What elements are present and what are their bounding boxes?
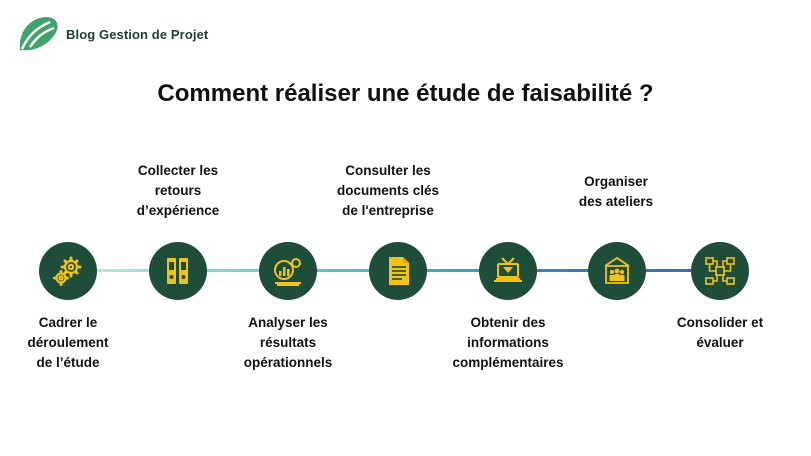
laptop-info-icon [494, 257, 522, 282]
step-3-circle [259, 242, 317, 300]
analytics-icon [274, 258, 301, 286]
binders-icon [167, 258, 188, 284]
step-7-circle [691, 242, 749, 300]
step-3-label: Analyser les résultats opérationnels [243, 315, 333, 370]
step-6-circle [588, 242, 646, 300]
workshop-icon [604, 256, 630, 284]
step-1-circle [39, 242, 97, 300]
brand-logo[interactable]: Blog Gestion de Projet [16, 14, 208, 54]
step-2-label: Collecter les retours d’expérience [136, 163, 220, 218]
step-7-label: Consolider et évaluer [676, 315, 764, 350]
step-1-label: Cadrer le déroulement de l’étude [27, 315, 109, 370]
document-icon [389, 257, 409, 285]
page-title: Comment réaliser une étude de faisabilit… [157, 80, 654, 107]
network-icon [705, 257, 735, 285]
step-2-circle [149, 242, 207, 300]
step-5-label: Obtenir des informations complémentaires [452, 315, 564, 370]
step-4-label: Consulter les documents clés de l'entrep… [336, 163, 440, 218]
leaf-logo-icon [19, 17, 58, 51]
brand-name: Blog Gestion de Projet [66, 26, 209, 42]
step-5-circle [479, 242, 537, 300]
gears-icon [53, 256, 82, 286]
step-6-label: Organiser des ateliers [578, 174, 654, 209]
step-4-circle [369, 242, 427, 300]
